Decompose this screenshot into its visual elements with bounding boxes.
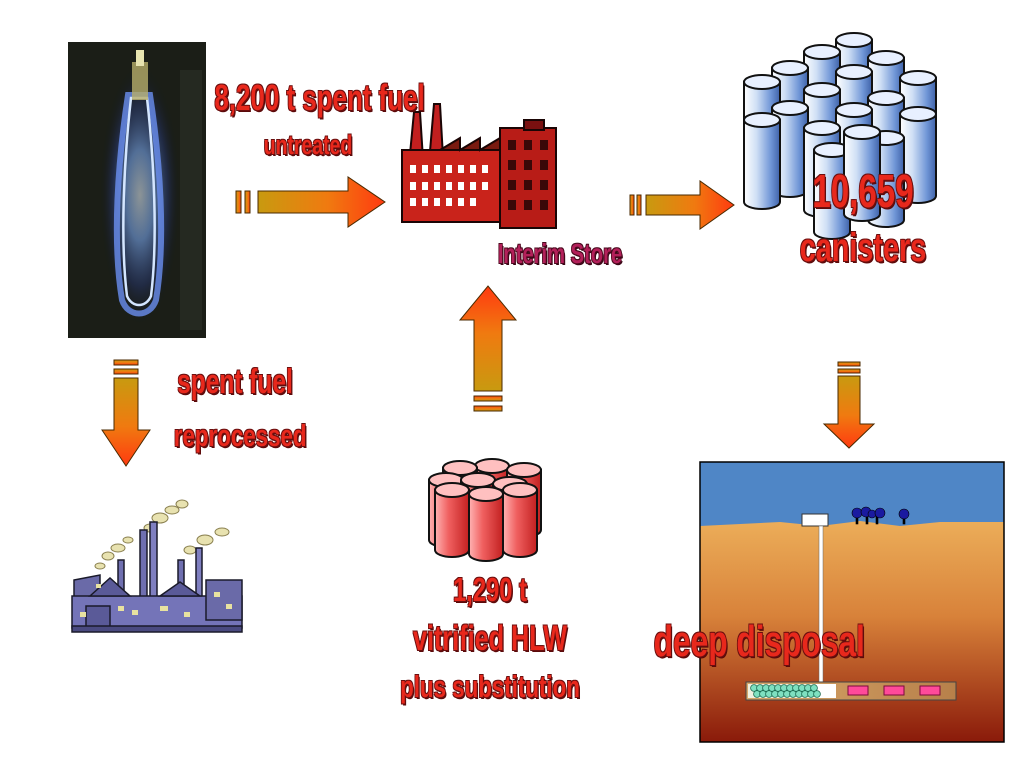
arrow-hlw-to-interim-store bbox=[458, 285, 518, 412]
reprocessing-plant-icon bbox=[71, 499, 243, 633]
vitrified-hlw-canisters-icon bbox=[428, 458, 542, 562]
label-deep-disposal: deep disposal bbox=[653, 617, 865, 666]
canisters-cluster-icon bbox=[743, 32, 937, 240]
label-reprocessed: reprocessed bbox=[173, 418, 307, 453]
label-canisters: canisters bbox=[799, 226, 927, 270]
label-plus-substitution: plus substitution bbox=[400, 669, 580, 704]
arrow-to-reprocessing bbox=[101, 359, 151, 467]
label-vitrified-hlw: vitrified HLW bbox=[412, 619, 568, 658]
label-untreated: untreated bbox=[263, 130, 353, 160]
label-canister-count: 10,659 bbox=[812, 165, 914, 217]
spent-fuel-photo bbox=[68, 42, 206, 338]
arrow-to-deep-disposal bbox=[822, 361, 876, 449]
label-spent-fuel-amount: 8,200 t spent fuel bbox=[214, 77, 425, 118]
label-spent-fuel: spent fuel bbox=[177, 363, 293, 401]
deep-disposal-cross-section bbox=[699, 461, 1005, 743]
label-hlw-amount: 1,290 t bbox=[453, 571, 527, 608]
interim-store-factory-icon bbox=[401, 103, 557, 229]
arrow-to-canisters bbox=[629, 180, 735, 230]
label-interim-store: Interim Store bbox=[497, 238, 623, 269]
arrow-to-interim-store bbox=[235, 176, 386, 228]
